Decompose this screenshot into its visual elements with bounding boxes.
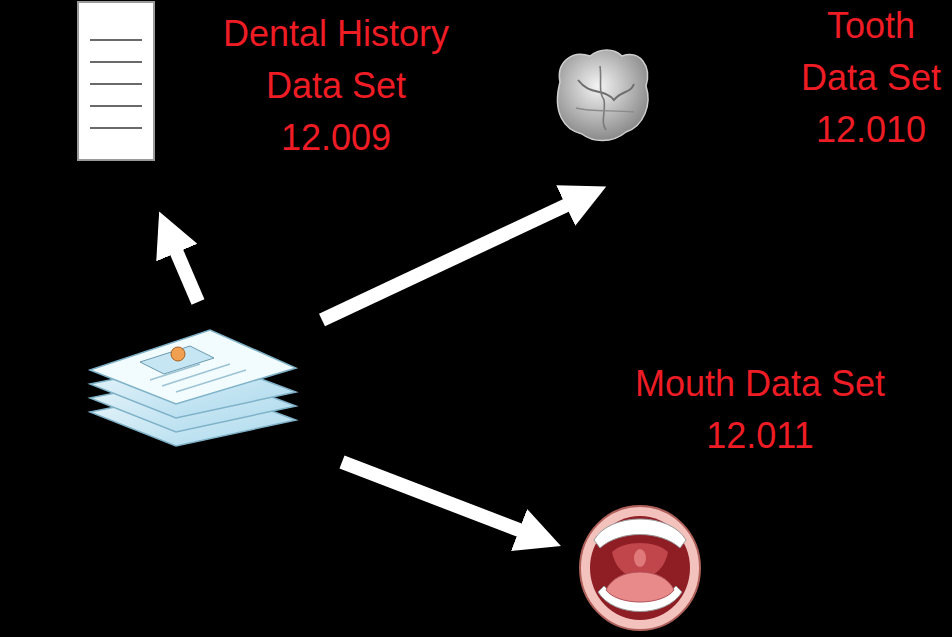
data-set-name: Dental History Data Set — [214, 8, 458, 112]
data-set-label: Mouth Data Set12.011 — [610, 358, 910, 462]
tooth-icon — [557, 50, 647, 141]
data-set-label: Dental History Data Set12.009 — [214, 8, 458, 164]
document-stack-icon — [90, 330, 296, 446]
data-set-number: 12.010 — [796, 104, 946, 156]
data-set-name: Tooth Data Set — [796, 0, 946, 104]
data-set-number: 12.011 — [610, 410, 910, 462]
data-set-number: 12.009 — [214, 112, 458, 164]
mouth-icon — [580, 506, 700, 630]
arrow — [168, 196, 586, 538]
data-set-name: Mouth Data Set — [610, 358, 910, 410]
document-icon — [78, 2, 154, 160]
data-set-label: Tooth Data Set12.010 — [796, 0, 946, 156]
